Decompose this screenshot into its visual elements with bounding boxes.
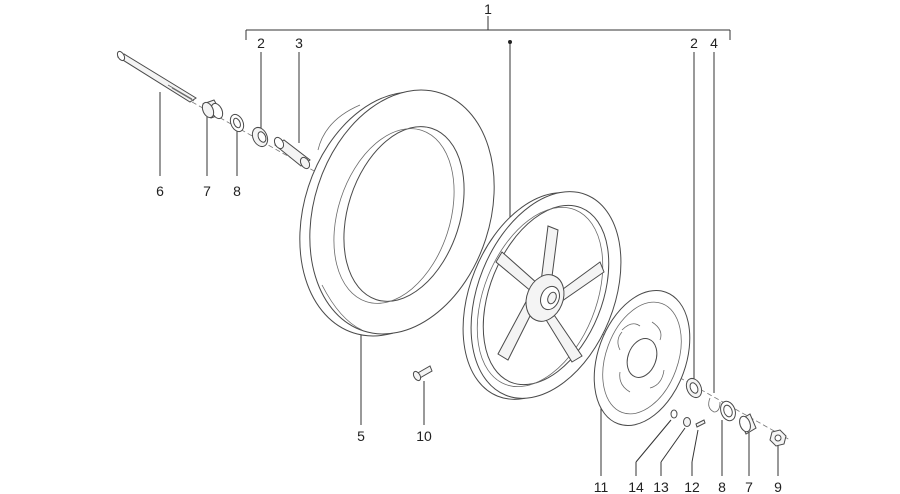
- label-7-left: 7: [203, 183, 211, 199]
- seal-ring-left-part: [229, 113, 245, 133]
- wheel-rim-part: [462, 191, 622, 400]
- brake-disc-part: [593, 290, 691, 426]
- label-13: 13: [653, 479, 669, 494]
- label-2-right: 2: [690, 35, 698, 51]
- bearing-left-part: [251, 126, 269, 148]
- label-7-right: 7: [745, 479, 753, 494]
- label-8-left: 8: [233, 183, 241, 199]
- label-1: 1: [484, 1, 492, 17]
- label-5: 5: [357, 428, 365, 444]
- label-14: 14: [628, 479, 644, 494]
- callout-labels: 1 2 3 2 4 6 7 8 5 10 11 14 13 12 8 7 9: [156, 1, 782, 494]
- valve-part: [412, 365, 433, 382]
- label-10: 10: [416, 428, 432, 444]
- tyre-part: [299, 89, 495, 337]
- spacer-tube-part: [273, 136, 311, 170]
- seal-ring-right-part: [720, 400, 736, 422]
- label-6: 6: [156, 183, 164, 199]
- label-12: 12: [684, 479, 700, 494]
- leader-lines: [159, 40, 779, 476]
- label-4: 4: [710, 35, 718, 51]
- assembly-bracket: [245, 16, 731, 40]
- label-9: 9: [774, 479, 782, 494]
- label-3: 3: [295, 35, 303, 51]
- circlip-part: [708, 397, 721, 413]
- label-11: 11: [594, 479, 609, 494]
- label-8-right: 8: [718, 479, 726, 494]
- spacer-right-part: [739, 413, 757, 435]
- washer-part: [670, 409, 678, 419]
- bearing-right-part: [685, 377, 703, 399]
- axle-part: [116, 50, 197, 103]
- disc-screw-part: [695, 419, 706, 428]
- label-2-left: 2: [257, 35, 265, 51]
- small-nut-part: [683, 417, 691, 427]
- axle-nut-part: [769, 429, 787, 447]
- spacer-left-part: [201, 99, 224, 120]
